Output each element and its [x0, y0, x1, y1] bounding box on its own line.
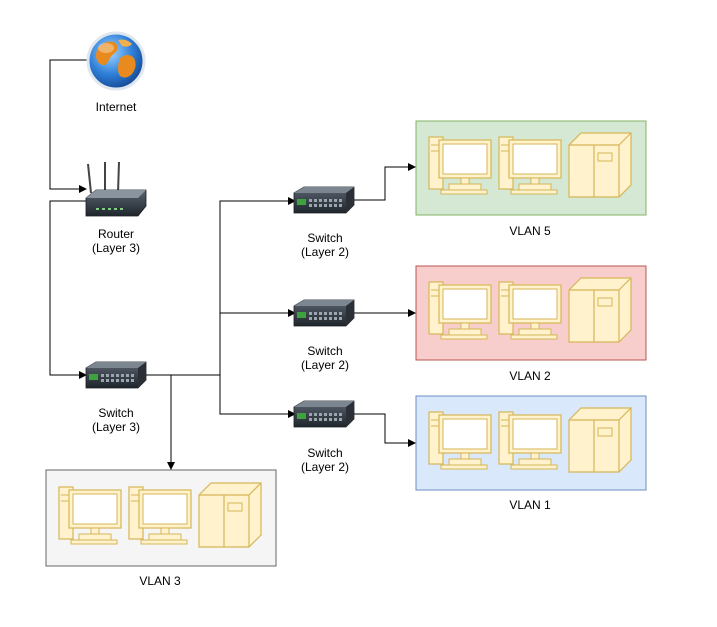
- trunk-to-switch-vlan5: [219, 197, 296, 375]
- globe-icon: [86, 31, 146, 91]
- switch-vlan5-name: Switch: [307, 231, 343, 245]
- connectors: [49, 59, 416, 470]
- switch-vlan2-layer: (Layer 2): [300, 358, 350, 372]
- router-icon: [85, 161, 147, 217]
- switch-vlan2-name: Switch: [307, 344, 343, 358]
- core-switch-label: Switch (Layer 3): [92, 406, 140, 434]
- router-name: Router: [97, 227, 135, 241]
- switch-vlan1-name: Switch: [307, 446, 343, 460]
- vlan1-server-icon: [568, 407, 632, 473]
- switch-vlan1-label: Switch (Layer 2): [301, 446, 349, 474]
- switch-vlan5-label: Switch (Layer 2): [301, 231, 349, 259]
- vlan5-server-icon: [568, 132, 632, 198]
- core-switch-layer: (Layer 3): [91, 420, 141, 434]
- router-core-link: [49, 200, 87, 379]
- core-switch-name: Switch: [98, 406, 134, 420]
- router-layer: (Layer 3): [91, 241, 141, 255]
- internet-label: Internet: [95, 100, 137, 114]
- router-label: Router (Layer 3): [92, 227, 140, 255]
- switch-vlan2-icon: [293, 299, 355, 327]
- switch-vlan1-icon: [293, 400, 355, 428]
- core-switch-icon: [85, 361, 147, 389]
- vlan3-server-icon: [198, 482, 262, 548]
- vlan2-label: VLAN 2: [509, 369, 551, 383]
- switch-vlan5-layer: (Layer 2): [300, 245, 350, 259]
- switch-vlan1-layer: (Layer 2): [300, 460, 350, 474]
- switch-vlan2-label: Switch (Layer 2): [301, 344, 349, 372]
- internet-router-link: [49, 59, 87, 193]
- trunk-to-switch-vlan1: [219, 375, 296, 418]
- switch-vlan5-icon: [293, 186, 355, 214]
- vlan1-label: VLAN 1: [509, 498, 551, 512]
- vlan5-label: VLAN 5: [509, 224, 551, 238]
- switch-vlan5-uplink: [354, 163, 416, 201]
- switch-vlan1-uplink: [354, 413, 416, 447]
- vlan3-label: VLAN 3: [139, 574, 181, 588]
- vlan2-server-icon: [568, 277, 632, 343]
